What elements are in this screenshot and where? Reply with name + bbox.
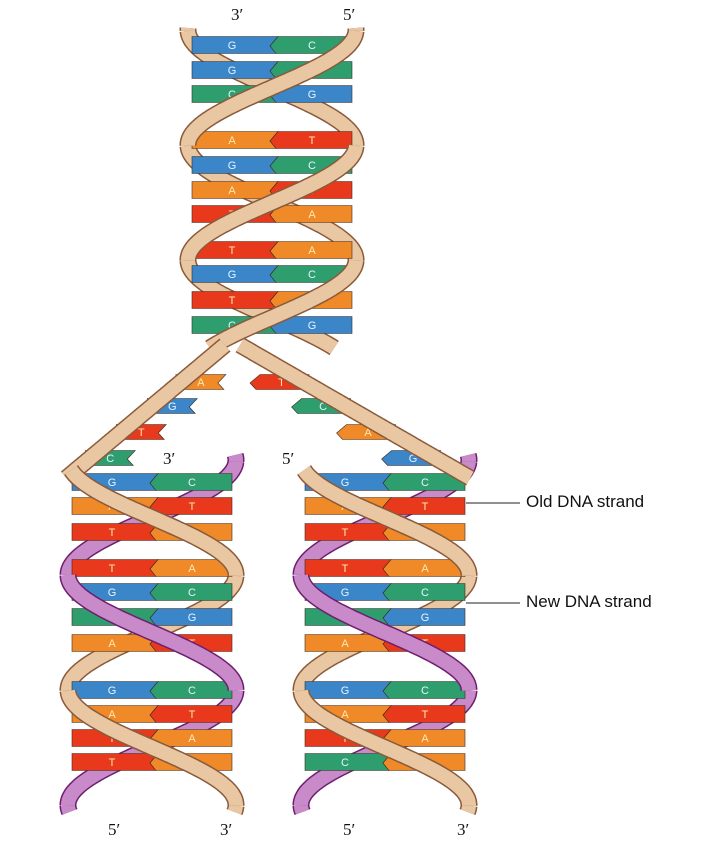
fork-left-base-1-letter: A: [197, 377, 205, 389]
right-daughter-pair-8-left-letter: G: [341, 685, 350, 697]
left-daughter-pair-4-left-letter: T: [109, 563, 116, 575]
parent-pair-8-right-letter: A: [308, 245, 316, 257]
left-daughter-pair-1-right-letter: C: [188, 477, 196, 489]
left-daughter-pair-10-right-letter: A: [188, 733, 196, 745]
right-daughter-new-strand-end-label: 5′: [282, 449, 294, 469]
right-daughter-pair-9-right-letter: T: [422, 709, 429, 721]
right-daughter-pair-8-right-letter: C: [421, 685, 429, 697]
parent-pair-10-left-letter: T: [229, 295, 236, 307]
right-daughter-bottom-5-label: 5′: [343, 820, 355, 840]
fork-left-base-4-letter: C: [106, 453, 114, 465]
right-daughter-pair-1-right-letter: C: [421, 477, 429, 489]
left-daughter-pair-7-left-letter: A: [108, 638, 116, 650]
left-daughter-pair-8: GC: [72, 682, 232, 699]
left-daughter-old-strand-segment-3: [235, 806, 237, 812]
parent-pair-3-right-letter: G: [308, 89, 317, 101]
parent-pair-5-left-letter: G: [228, 160, 237, 172]
left-daughter-pair-1-left-letter: G: [108, 477, 117, 489]
parent-pair-1-right-letter: C: [308, 40, 316, 52]
old-dna-strand-label: Old DNA strand: [526, 492, 644, 512]
left-daughter-pair-5-right-letter: C: [188, 587, 196, 599]
right-daughter-pair-3-left-letter: T: [342, 527, 349, 539]
left-daughter-bottom-3-label: 3′: [220, 820, 232, 840]
new-dna-strand-label: New DNA strand: [526, 592, 652, 612]
right-daughter-new-strand-segment-0: [468, 455, 469, 462]
left-daughter-pair-2-right-letter: T: [189, 501, 196, 513]
right-daughter-new-strand-segment-4: [301, 806, 303, 813]
parent-pair-8-left-letter: T: [229, 245, 236, 257]
parent-pair-9-left-letter: G: [228, 269, 237, 281]
parent-left-top-end-label: 3′: [231, 5, 243, 25]
parent-pair-4-right-letter: T: [309, 135, 316, 147]
left-daughter-bottom-5-label: 5′: [108, 820, 120, 840]
legend-leader-lines: [466, 503, 520, 603]
right-daughter-pair-10-right-letter: A: [421, 733, 429, 745]
left-daughter-pair-8-right-letter: C: [188, 685, 196, 697]
parent-pair-9-right-letter: C: [308, 269, 316, 281]
right-daughter-pair-11-left-letter: C: [341, 757, 349, 769]
left-daughter-new-strand-end-label: 3′: [163, 449, 175, 469]
left-daughter-pair-9-right-letter: T: [189, 709, 196, 721]
right-daughter-pair-5-left-letter: G: [341, 587, 350, 599]
fork-left-old-strand-segment-0: [66, 345, 225, 478]
parent-pair-2-left-letter: G: [228, 65, 237, 77]
parent-pair-1-left-letter: G: [228, 40, 237, 52]
parent-pair-6-left-letter: A: [228, 185, 236, 197]
left-daughter-new-strand-segment-4: [68, 806, 70, 813]
right-daughter-pair-5-right-letter: C: [421, 587, 429, 599]
right-daughter-pair-1-left-letter: G: [341, 477, 350, 489]
left-daughter-pair-5-left-letter: G: [108, 587, 117, 599]
parent-pair-7-right-letter: A: [308, 209, 316, 221]
left-daughter-pair-3-left-letter: T: [109, 527, 116, 539]
left-daughter-pair-4-right-letter: A: [188, 563, 196, 575]
left-daughter-pair-8-left-letter: G: [108, 685, 117, 697]
fork-left-base-3-letter: T: [138, 427, 145, 439]
right-daughter-pair-2-right-letter: T: [422, 501, 429, 513]
parent-pair-5-right-letter: C: [308, 160, 316, 172]
right-daughter-bottom-3-label: 3′: [457, 820, 469, 840]
right-daughter-pair-6-right-letter: G: [421, 612, 430, 624]
parent-pair-11-right-letter: G: [308, 320, 317, 332]
right-daughter-pair-4-left-letter: T: [342, 563, 349, 575]
left-daughter-pair-11-left-letter: T: [109, 757, 116, 769]
left-daughter-new-strand-segment-0: [235, 455, 236, 462]
parent-pair-4-left-letter: A: [228, 135, 236, 147]
right-daughter-pair-4-right-letter: A: [421, 563, 429, 575]
right-daughter-pair-7-left-letter: A: [341, 638, 349, 650]
right-daughter-old-strand-segment-3: [468, 806, 470, 812]
left-daughter-pair-6-right-letter: G: [188, 612, 197, 624]
fork-right-old-strand-segment-0: [240, 345, 470, 478]
parent-right-top-end-label: 5′: [343, 5, 355, 25]
